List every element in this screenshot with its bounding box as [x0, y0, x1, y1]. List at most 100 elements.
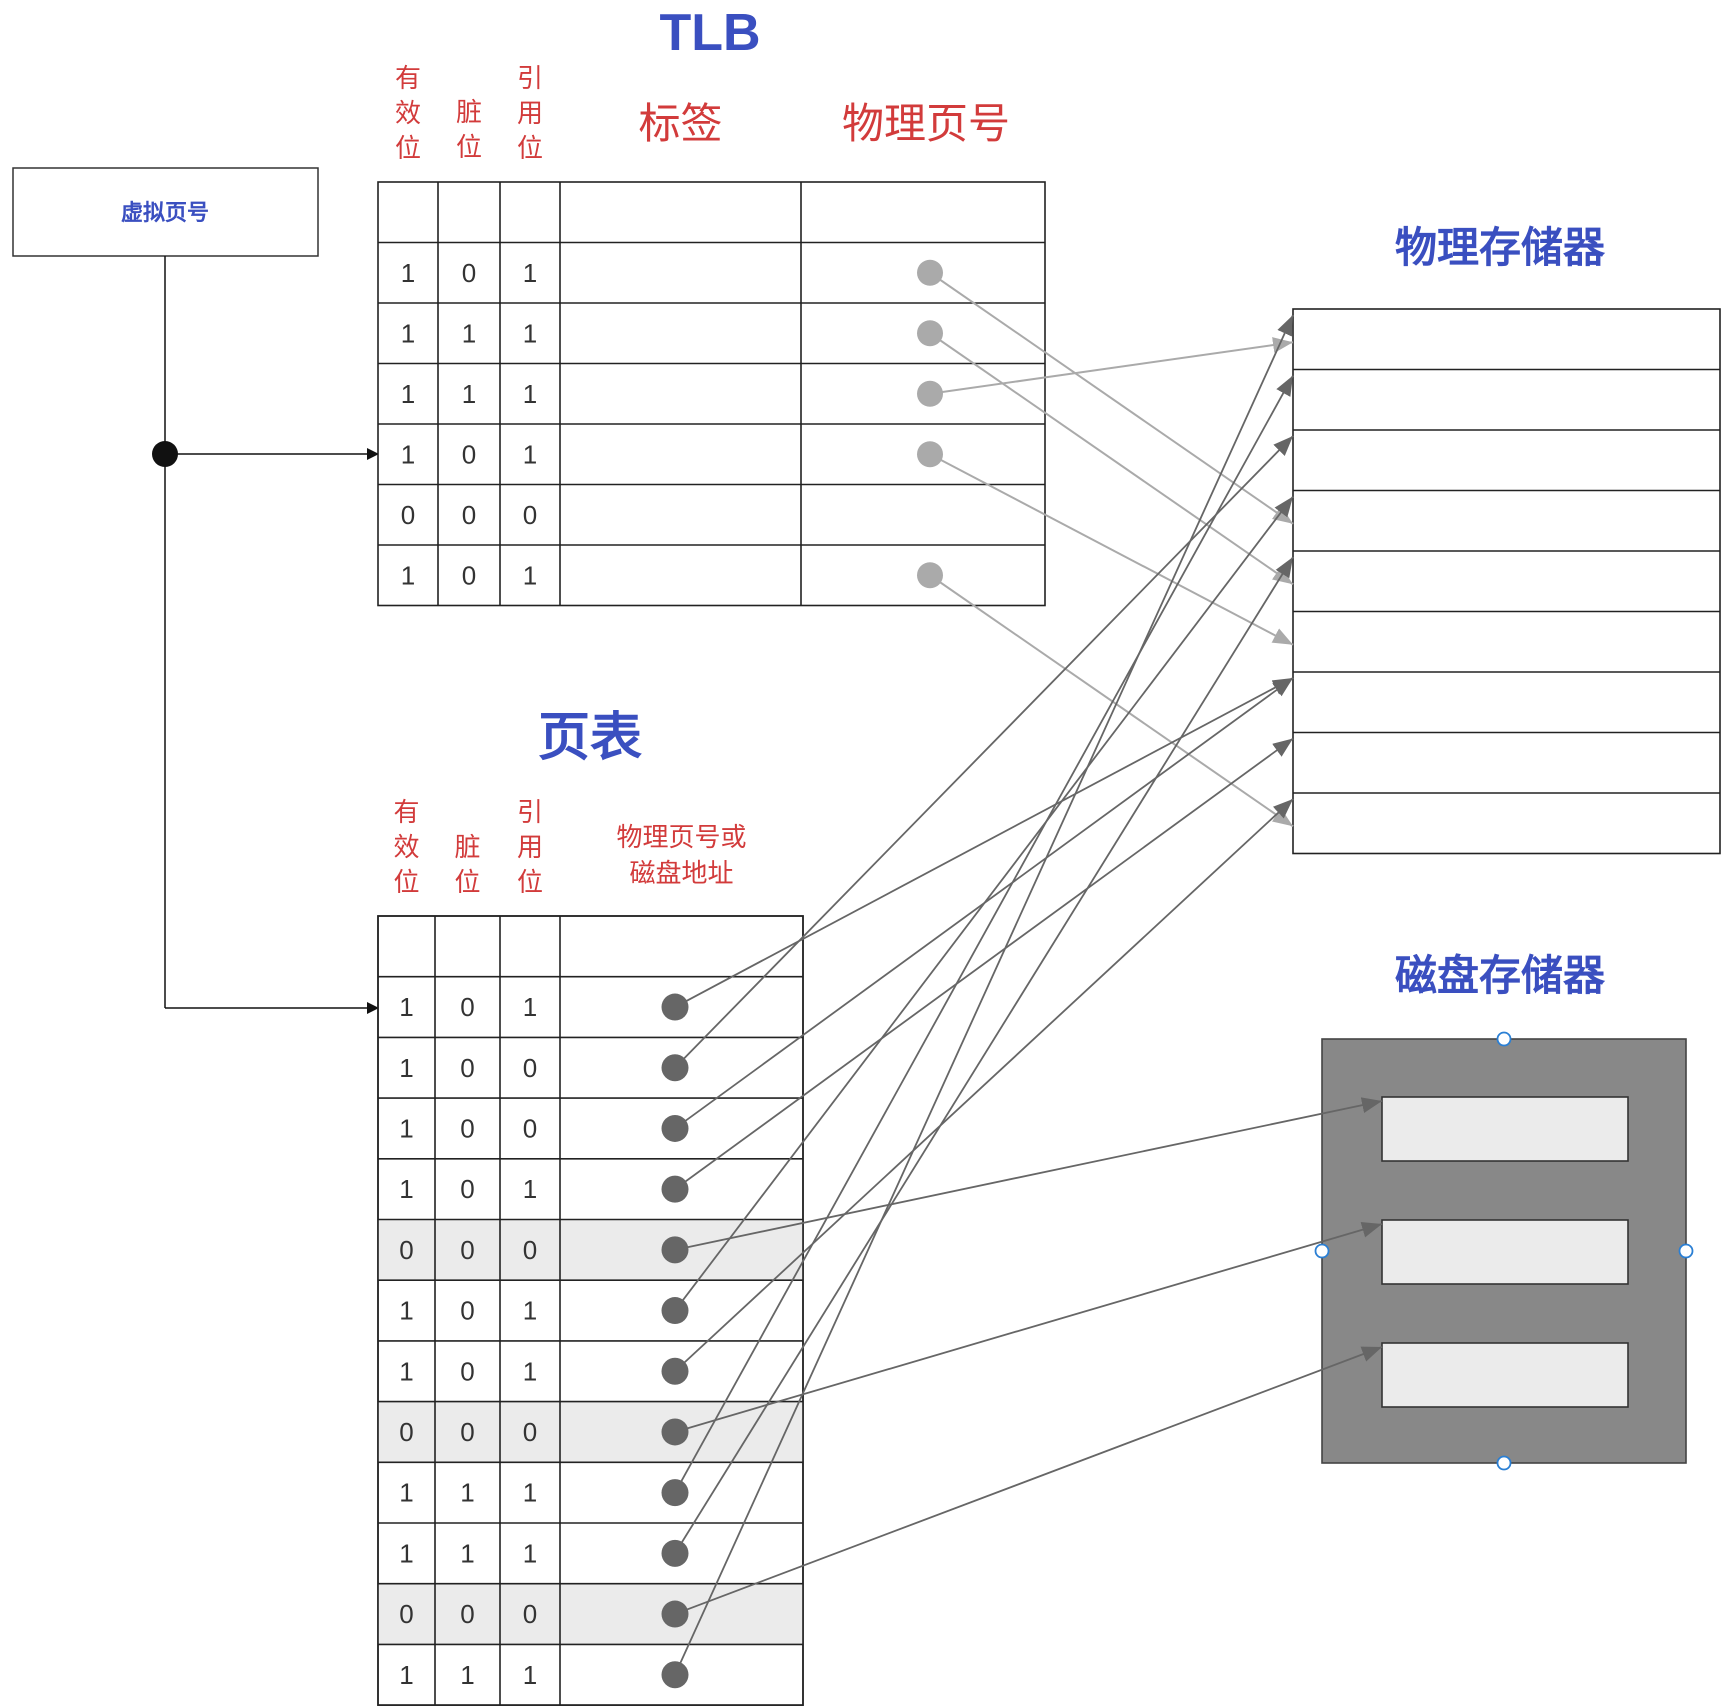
tlb-link-arrow: [929, 453, 1294, 646]
page-table-pointer-dot: [661, 993, 689, 1021]
page-table-pointer-dot: [661, 1297, 689, 1325]
page-table-link-arrow: [674, 1221, 1383, 1433]
tlb-header-char: 用: [517, 99, 543, 129]
page-table-link-arrow: [674, 314, 1294, 1676]
page-table-pointer-dot: [661, 1661, 689, 1689]
disk-slot: [1381, 1219, 1629, 1285]
pt-header-char: 引: [517, 798, 543, 828]
pt-cell-value: 0: [460, 1235, 474, 1265]
pt-cell-value: 1: [523, 1538, 537, 1568]
page-table-pointer-dot: [661, 1357, 689, 1385]
pt-cell-value: 0: [460, 1356, 474, 1386]
disk-title: 磁盘存储器: [1395, 952, 1606, 999]
tlb-cell-value: 1: [523, 318, 537, 348]
tlb-pointer-dot: [917, 562, 943, 589]
pt-header-char: 位: [393, 868, 419, 898]
pt-cell-value: 1: [399, 1296, 413, 1326]
tlb-link-arrow: [929, 337, 1294, 395]
page-table-title: 页表: [538, 709, 642, 767]
pt-cell-value: 1: [399, 992, 413, 1022]
pt-border: [377, 915, 804, 1706]
pt-cell-value: 1: [523, 1660, 537, 1690]
pt-header-char: 有: [393, 798, 419, 828]
pt-cell-value: 0: [460, 1053, 474, 1083]
tlb-cell-value: 1: [523, 258, 537, 288]
pointer-dots: [661, 259, 943, 1689]
pt-cell-value: 1: [523, 1356, 537, 1386]
tlb-cell-value: 1: [401, 560, 415, 590]
pt-header-addr: 磁盘地址: [629, 859, 733, 889]
tlb-header-char: 位: [456, 133, 482, 163]
pt-cell-value: 1: [399, 1053, 413, 1083]
pt-cell-value: 1: [460, 1538, 474, 1568]
physical-memory-title: 物理存储器: [1395, 224, 1606, 271]
virtual-page-number-label: 虚拟页号: [121, 200, 209, 226]
pt-cell-value: 1: [460, 1478, 474, 1508]
pt-invalid-row-bg: [378, 1401, 803, 1463]
page-table-link-arrow: [674, 737, 1294, 1190]
page-table-pointer-dot: [661, 1479, 689, 1507]
disk-handle: [1314, 1243, 1330, 1259]
tlb-pointer-dot: [917, 441, 943, 468]
pt-cell-value: 0: [523, 1235, 537, 1265]
disk-handle: [1678, 1243, 1694, 1259]
pt-outline: [377, 915, 804, 1706]
pt-cell-value: 0: [523, 1113, 537, 1143]
pt-cell-value: 0: [460, 1296, 474, 1326]
pt-cell-value: 0: [460, 992, 474, 1022]
tlb-cell-value: 1: [523, 560, 537, 590]
tlb-cell-value: 1: [401, 439, 415, 469]
disk-handle: [1496, 1455, 1512, 1471]
pt-header-char: 用: [517, 833, 543, 863]
pt-cell-value: 0: [523, 1053, 537, 1083]
pt-cell-value: 1: [399, 1174, 413, 1204]
pt-cell-value: 1: [399, 1113, 413, 1143]
tlb-cell-value: 0: [462, 560, 476, 590]
junction-dot: [152, 441, 178, 467]
tlb-cell-value: 1: [401, 258, 415, 288]
page-table-pointer-dot: [661, 1054, 689, 1082]
tlb-pointer-dot: [917, 259, 943, 286]
tlb-border: [377, 181, 1046, 607]
disk-handle: [1496, 1031, 1512, 1047]
pt-invalid-row-bg: [378, 1219, 803, 1281]
pt-cell-value: 0: [460, 1599, 474, 1629]
pt-header-char: 脏: [454, 833, 480, 863]
pt-invalid-row-bg: [378, 1583, 803, 1645]
page-table-pointer-dot: [661, 1600, 689, 1628]
pt-cell-value: 1: [399, 1538, 413, 1568]
pt-cell-value: 0: [523, 1417, 537, 1447]
pt-cell-value: 1: [523, 1478, 537, 1508]
virtual-page-number-box: 虚拟页号: [12, 167, 319, 257]
pt-cell-value: 0: [399, 1417, 413, 1447]
pt-cell-value: 0: [399, 1235, 413, 1265]
tlb-header-char: 有: [395, 64, 421, 94]
pt-cell-value: 0: [399, 1599, 413, 1629]
tlb-cell-value: 0: [462, 439, 476, 469]
pt-cell-value: 1: [399, 1660, 413, 1690]
pt-header-char: 效: [393, 833, 419, 863]
tlb-cell-value: 0: [523, 500, 537, 530]
tlb-cell-value: 1: [462, 379, 476, 409]
tlb-cell-value: 1: [401, 318, 415, 348]
tlb-cell-value: 1: [462, 318, 476, 348]
page-table-pointer-dot: [661, 1175, 689, 1203]
tlb-header-tag: 标签: [638, 99, 722, 148]
pt-cell-value: 1: [523, 1174, 537, 1204]
tlb-link-arrow: [929, 332, 1294, 586]
page-table-link-arrow: [674, 556, 1294, 1554]
mapping-links: [674, 271, 1383, 1676]
tlb-cell-value: 0: [401, 500, 415, 530]
tlb-cell-value: 0: [462, 500, 476, 530]
page-table-pointer-dot: [661, 1539, 689, 1567]
tlb-header-char: 位: [395, 134, 421, 164]
pt-header-char: 位: [517, 868, 543, 898]
page-table-link-arrow: [674, 677, 1294, 1008]
tlb-header-char: 引: [517, 64, 543, 94]
pt-cell-value: 0: [460, 1113, 474, 1143]
tlb-cell-value: 1: [523, 379, 537, 409]
page-table-pointer-dot: [661, 1114, 689, 1142]
